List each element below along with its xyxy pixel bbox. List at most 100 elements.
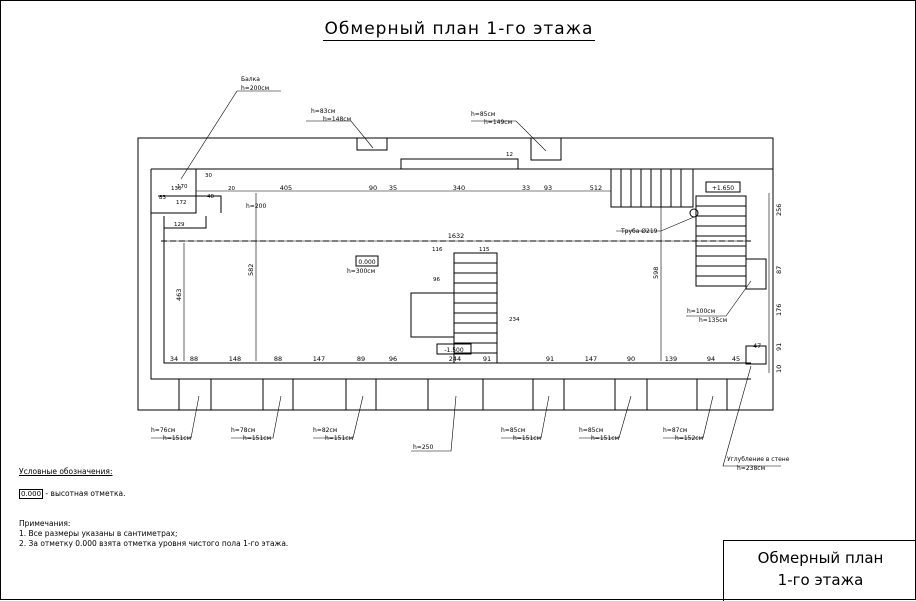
- dim-right: 256: [775, 204, 783, 216]
- dim-bottom: 91: [483, 355, 491, 363]
- pipe-leader: [616, 216, 695, 232]
- dim-small: 12: [506, 152, 513, 158]
- mark-lower: -1.500: [444, 347, 464, 354]
- niche-leader: [722, 365, 781, 467]
- top-wall-recess: [400, 158, 519, 169]
- mark-zero: 0.000: [358, 259, 375, 266]
- beam-height-label: h=200см: [241, 85, 269, 92]
- dim-bottom: 148: [229, 355, 241, 363]
- dim-bottom: 88: [274, 355, 282, 363]
- vertical-dim-lines: [183, 193, 662, 361]
- bottom-window-h1: h=85см: [579, 427, 603, 434]
- right-window-leader: [686, 280, 752, 317]
- stair-up-top: [610, 168, 694, 208]
- stair-up-treads: [620, 169, 682, 207]
- mark-beam-callout: h=200: [246, 203, 266, 210]
- title-block: Обмерный план 1-го этажа: [723, 540, 916, 601]
- stair-side-treads: [696, 205, 746, 277]
- dim-bottom: 96: [389, 355, 397, 363]
- dim-bottom: 139: [665, 355, 677, 363]
- win4-leader: [501, 395, 550, 439]
- dim-vertical: 598: [652, 267, 660, 279]
- top-window-right-h2: h=149см: [484, 119, 512, 126]
- niche-box: [745, 345, 767, 365]
- bottom-window-h2: h=151см: [243, 435, 271, 442]
- dim-small: 116: [432, 247, 443, 253]
- notes-heading: Примечания:: [19, 519, 71, 528]
- bottom-window-h1: h=78см: [231, 427, 255, 434]
- dim-small: 83: [159, 195, 166, 201]
- top-window-left-h2: h=148см: [323, 116, 351, 123]
- niche-height: h=238см: [737, 465, 765, 472]
- dim-small: 20: [228, 186, 235, 192]
- left-niche: [164, 216, 207, 229]
- dim-small: 170: [177, 184, 188, 190]
- dim-top: 33: [522, 184, 530, 192]
- legend-mark-sample: 0.000: [19, 489, 44, 499]
- top-right-leader: [471, 120, 547, 152]
- dim-top: 90: [369, 184, 377, 192]
- dim-vertical: 463: [175, 289, 183, 301]
- dim-overall: 1632: [448, 232, 465, 240]
- mark-zero-box: [355, 255, 379, 267]
- bottom-window-h1: h=85см: [501, 427, 525, 434]
- title-block-line-2: 1-го этажа: [777, 571, 864, 589]
- dim-bottom: 244: [449, 355, 461, 363]
- dim-lines: [164, 190, 751, 364]
- bottom-window-h2: h=151см: [513, 435, 541, 442]
- dim-small: 129: [174, 222, 185, 228]
- dim-small: 172: [176, 200, 187, 206]
- note-1: 1. Все размеры указаны в сантиметрах;: [19, 529, 178, 538]
- dim-bottom: 45: [732, 355, 740, 363]
- pipe-label: Труба Ø219: [620, 228, 658, 235]
- bottom-window-h1: h=87см: [663, 427, 687, 434]
- stair-down-landing: [410, 292, 455, 338]
- win6-leader: [663, 395, 714, 439]
- dim-top: 512: [590, 184, 602, 192]
- win2-leader: [231, 395, 282, 439]
- top-window-pocket-right: [530, 137, 562, 161]
- bottom-window-h2: h=151см: [325, 435, 353, 442]
- legend-heading: Условные обозначения:: [19, 467, 113, 476]
- right-window-h2: h=135см: [699, 317, 727, 324]
- dim-bottom: 94: [707, 355, 715, 363]
- door-height-label: h=250: [413, 444, 433, 451]
- mark-lower-box: [436, 343, 472, 355]
- bottom-window-h1: h=82см: [313, 427, 337, 434]
- dim-vertical: 582: [247, 264, 255, 276]
- bottom-window-h1: h=76см: [151, 427, 175, 434]
- dim-small: 96: [433, 277, 440, 283]
- dim-bottom: 147: [313, 355, 325, 363]
- dim-top: 93: [544, 184, 552, 192]
- top-left-leader: [306, 120, 374, 149]
- mark-height-main: h=300см: [347, 268, 375, 275]
- win3-leader: [313, 395, 364, 439]
- dim-right: 47: [753, 342, 761, 350]
- dim-top: 35: [389, 184, 397, 192]
- notes: Примечания: 1. Все размеры указаны в сан…: [19, 519, 288, 549]
- drawing-title: Обмерный план 1-го этажа: [1, 19, 916, 41]
- dim-small: 30: [205, 173, 212, 179]
- left-bay-inner: [158, 195, 222, 213]
- legend-mark-text: - высотная отметка.: [43, 489, 126, 498]
- dim-right: 10: [775, 365, 783, 373]
- dim-small: 40: [207, 194, 214, 200]
- dim-bottom: 89: [357, 355, 365, 363]
- dim-right: 176: [775, 304, 783, 316]
- dim-right: 87: [775, 266, 783, 274]
- dim-bottom: 147: [585, 355, 597, 363]
- bottom-window-h2: h=151см: [591, 435, 619, 442]
- dim-small: 115: [479, 247, 490, 253]
- dim-small: 234: [509, 317, 520, 323]
- win5-leader: [579, 395, 632, 439]
- dim-bottom: 88: [190, 355, 198, 363]
- top-window-pocket-left: [356, 137, 388, 151]
- outer-wall: [137, 137, 774, 411]
- right-window-pocket: [745, 258, 767, 290]
- beam-leader: [180, 90, 281, 180]
- dim-bottom: 90: [627, 355, 635, 363]
- top-window-left-h1: h=83см: [311, 108, 335, 115]
- dim-bottom: 34: [170, 355, 178, 363]
